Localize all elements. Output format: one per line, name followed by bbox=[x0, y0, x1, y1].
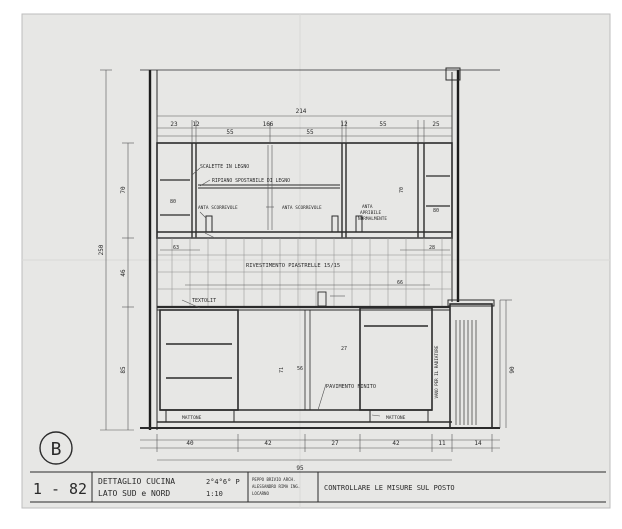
sheet-stamp-letter: B bbox=[51, 439, 62, 460]
label-worktop: TEXTOLIT bbox=[192, 298, 216, 304]
dim-bottom-seg: 40 bbox=[186, 440, 194, 447]
dim-bottom-seg: 11 bbox=[438, 440, 446, 447]
dim-upper-inner: 70 bbox=[399, 187, 405, 193]
dim-upper-inner: 80 bbox=[170, 199, 176, 205]
sheet-level: 2°4°6° P bbox=[206, 478, 240, 486]
dim-top-seg: 12 bbox=[340, 121, 348, 128]
dim-small-note: 71 bbox=[279, 367, 285, 373]
office-line: LOCARNO bbox=[252, 491, 269, 496]
tile-wall bbox=[157, 237, 452, 307]
dim-mid: 66 bbox=[397, 280, 403, 286]
sheet-title-line1: DETTAGLIO CUCINA bbox=[98, 477, 175, 486]
sheet-note: CONTROLLARE LE MISURE SUL POSTO bbox=[324, 484, 455, 492]
label-shelf-rails: SCALETTE IN LEGNO bbox=[200, 164, 249, 170]
radiator-column bbox=[447, 299, 501, 429]
dim-left-height: 85 bbox=[120, 366, 127, 374]
dim-top-seg: 166 bbox=[263, 121, 274, 128]
top-dimension-lines bbox=[156, 110, 453, 142]
sheet-title-line2: LATO SUD e NORD bbox=[98, 489, 170, 498]
office-line: ALESSANDRO RIMA ING. bbox=[252, 484, 300, 489]
dim-bottom-seg: 42 bbox=[392, 440, 400, 447]
dim-bottom-seg: 27 bbox=[331, 440, 339, 447]
lower-cabinets bbox=[140, 307, 500, 429]
dim-bottom-seg: 14 bbox=[474, 440, 482, 447]
label-normal-door: ANTA bbox=[362, 204, 373, 210]
title-block bbox=[30, 471, 606, 503]
label-tiles: RIVESTIMENTO PIASTRELLE 15/15 bbox=[246, 263, 340, 269]
dim-top-seg: 25 bbox=[432, 121, 440, 128]
dim-small-note: 27 bbox=[341, 346, 347, 352]
label-brick-right: MATTONE bbox=[386, 415, 406, 421]
dim-bottom-seg: 42 bbox=[264, 440, 272, 447]
office-line: PEPPO BRIVIO ARCH. bbox=[252, 477, 295, 482]
sheet-scale: 1:10 bbox=[206, 490, 223, 498]
label-leaders bbox=[181, 167, 381, 417]
bottom-dimension-lines bbox=[140, 434, 500, 461]
dim-bottom-total: 95 bbox=[296, 465, 304, 472]
dim-top-seg: 55 bbox=[226, 129, 234, 136]
label-floor: PAVIMENTO FINITO bbox=[326, 384, 376, 390]
label-normal-door: NORMALMENTE bbox=[358, 216, 387, 222]
dim-left-height: 250 bbox=[98, 244, 105, 255]
label-normal-door: APRIBILE bbox=[360, 210, 382, 216]
label-sliding-door-left: ANTA SCORREVOLE bbox=[198, 205, 238, 211]
dim-left-height: 46 bbox=[120, 269, 127, 277]
sheet-number: 1 - 82 bbox=[33, 480, 87, 498]
dim-top-seg: 12 bbox=[192, 121, 200, 128]
right-dimension-lines bbox=[500, 299, 512, 428]
dim-left-height: 70 bbox=[120, 186, 127, 194]
dim-mid: 63 bbox=[173, 245, 179, 251]
dim-top-seg: 55 bbox=[306, 129, 314, 136]
dim-top-seg: 55 bbox=[379, 121, 387, 128]
label-sliding-door-right: ANTA SCORREVOLE bbox=[282, 205, 322, 211]
left-dimension-lines bbox=[100, 69, 134, 431]
dim-mid: 28 bbox=[429, 245, 435, 251]
mid-dimension-lines bbox=[160, 249, 450, 286]
label-radiator: VANO PER IL RADIATORE bbox=[434, 345, 439, 398]
sheet-stamp-circle bbox=[39, 431, 73, 465]
dim-upper-inner: 80 bbox=[433, 208, 439, 214]
dim-right-height: 90 bbox=[509, 366, 516, 374]
dim-small-note: 56 bbox=[297, 366, 303, 372]
label-brick-left: MATTONE bbox=[182, 415, 202, 421]
dim-top-seg: 23 bbox=[170, 121, 178, 128]
dim-total-width: 214 bbox=[296, 108, 307, 115]
label-movable-shelf: RIPIANO SPOSTABILE DI LEGNO bbox=[212, 178, 290, 184]
